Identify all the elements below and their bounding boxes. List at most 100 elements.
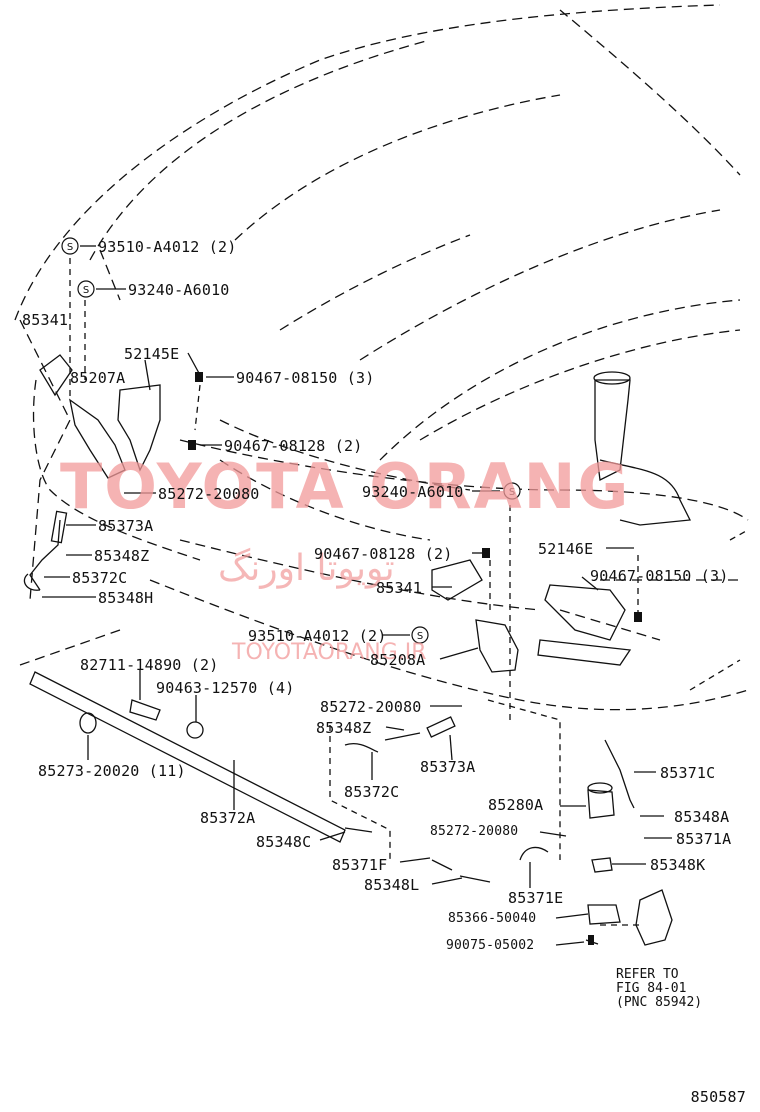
- left-lower: [19, 629, 121, 666]
- part-label: 85348K: [650, 856, 706, 874]
- route-right-dashes: [689, 529, 749, 691]
- left-hose-85373a: [50, 510, 68, 544]
- part-label: 85373A: [420, 758, 476, 776]
- hose-clip-82711: [129, 699, 161, 721]
- watermark-persian: تویوتا اورنگ: [218, 548, 395, 589]
- bolt-icon: [195, 372, 203, 382]
- part-label: 85372C: [72, 569, 128, 587]
- main-hose-85372a: [29, 671, 346, 843]
- left-bracket-leader: [144, 359, 151, 391]
- watermark-small: TOYOTAORANG.IR: [232, 640, 427, 665]
- part-label: 85371F: [332, 856, 388, 874]
- fender-line-1: [234, 94, 561, 241]
- route-right-box: [487, 699, 561, 860]
- part-label: 85348L: [364, 876, 420, 894]
- right-nozzle-body: [475, 619, 519, 673]
- part-label: 90467-08150 (3): [590, 567, 729, 585]
- part-label: 85272-20080: [430, 824, 519, 839]
- left-front-2: [99, 249, 121, 301]
- part-label: 85348Z: [316, 719, 372, 737]
- left-front-1: [19, 319, 71, 601]
- part-label: 85280A: [488, 796, 544, 814]
- leader: [431, 877, 463, 885]
- pump-top: [587, 782, 613, 794]
- bolt-icon: [482, 548, 490, 558]
- s-symbol-text: S: [83, 285, 89, 296]
- body-side-2: [419, 329, 741, 441]
- body-side-1: [379, 299, 741, 461]
- leader: [539, 831, 567, 837]
- windshield-line: [559, 9, 741, 176]
- part-label: 85371E: [508, 889, 564, 907]
- part-label: 93510-A4012 (2): [98, 238, 237, 256]
- leader: [439, 647, 479, 660]
- clamp-90463: [186, 721, 204, 739]
- hose-85348c: [344, 827, 373, 833]
- part-label: 52145E: [124, 345, 180, 363]
- left-hose-small: [29, 519, 61, 591]
- leader: [581, 576, 599, 591]
- module-refer: [635, 889, 673, 946]
- s-symbol: [77, 280, 95, 298]
- part-label: 85348C: [256, 833, 312, 851]
- refer-note-line: (PNC 85942): [616, 995, 703, 1010]
- part-label: 90467-08150 (3): [236, 369, 375, 387]
- leader: [187, 352, 201, 376]
- hose-85371e: [519, 846, 549, 861]
- washer-tank: [594, 379, 631, 481]
- leader: [449, 734, 453, 761]
- fender-line-2: [279, 234, 471, 331]
- s-symbol: [411, 626, 429, 644]
- leader: [319, 831, 346, 841]
- part-label: 85348H: [98, 589, 154, 607]
- part-label: 93240-A6010: [128, 281, 230, 299]
- part-label: 85373A: [98, 517, 154, 535]
- part-label: 85372A: [200, 809, 256, 827]
- hose-85348l: [459, 875, 491, 883]
- bolt-icon: [188, 440, 196, 450]
- part-label: 90463-12570 (4): [156, 679, 295, 697]
- part-label: 85371C: [660, 764, 716, 782]
- part-label: 90075-05002: [446, 938, 535, 953]
- left-hose-85372c: [23, 573, 41, 591]
- bumper-top: [179, 439, 749, 521]
- figure-number: 850587: [690, 1088, 746, 1106]
- hose-85373a-mid: [426, 716, 456, 738]
- s-symbol-text: S: [417, 631, 423, 642]
- route-left-box: [329, 725, 391, 860]
- part-label: 82711-14890 (2): [80, 656, 219, 674]
- clamp-85273: [79, 712, 97, 734]
- hood-inner-line: [89, 39, 431, 261]
- right-bumper-edge: [559, 579, 740, 641]
- hood-outline: [14, 4, 721, 321]
- part-label: 93240-A6010: [362, 483, 464, 501]
- grommet-85348k: [591, 857, 613, 873]
- refer-note: REFER TO FIG 84-01 (PNC 85942): [616, 968, 702, 1010]
- s-symbol-text: S: [67, 242, 73, 253]
- part-label: 90467-08128 (2): [314, 545, 453, 563]
- part-label: 90467-08128 (2): [224, 437, 363, 455]
- part-label: 85372C: [344, 783, 400, 801]
- bumper-mid: [179, 539, 541, 611]
- pump-85280a: [587, 789, 615, 819]
- left-dashed-3: [194, 384, 201, 431]
- right-cover-85341: [431, 559, 483, 601]
- right-lower-bracket: [537, 639, 632, 666]
- part-label: 85272-20080: [320, 698, 422, 716]
- part-label: 85208A: [370, 651, 426, 669]
- washer-cap: [593, 371, 631, 385]
- tank-body: [599, 459, 692, 526]
- watermark-brand: TOYOTA ORANG: [60, 450, 631, 523]
- s-symbol: [61, 237, 79, 255]
- part-label: 85273-20020 (11): [38, 762, 186, 780]
- leader: [399, 857, 431, 863]
- left-bracket-52145e: [117, 384, 161, 472]
- leader: [555, 913, 589, 919]
- part-label: 85348A: [674, 808, 730, 826]
- hose-85372c-mid: [344, 743, 379, 753]
- right-bracket-52146e: [544, 584, 626, 641]
- refer-note-line: FIG 84-01: [616, 981, 687, 996]
- part-label: 85272-20080: [158, 485, 260, 503]
- fender-line-3: [359, 209, 721, 361]
